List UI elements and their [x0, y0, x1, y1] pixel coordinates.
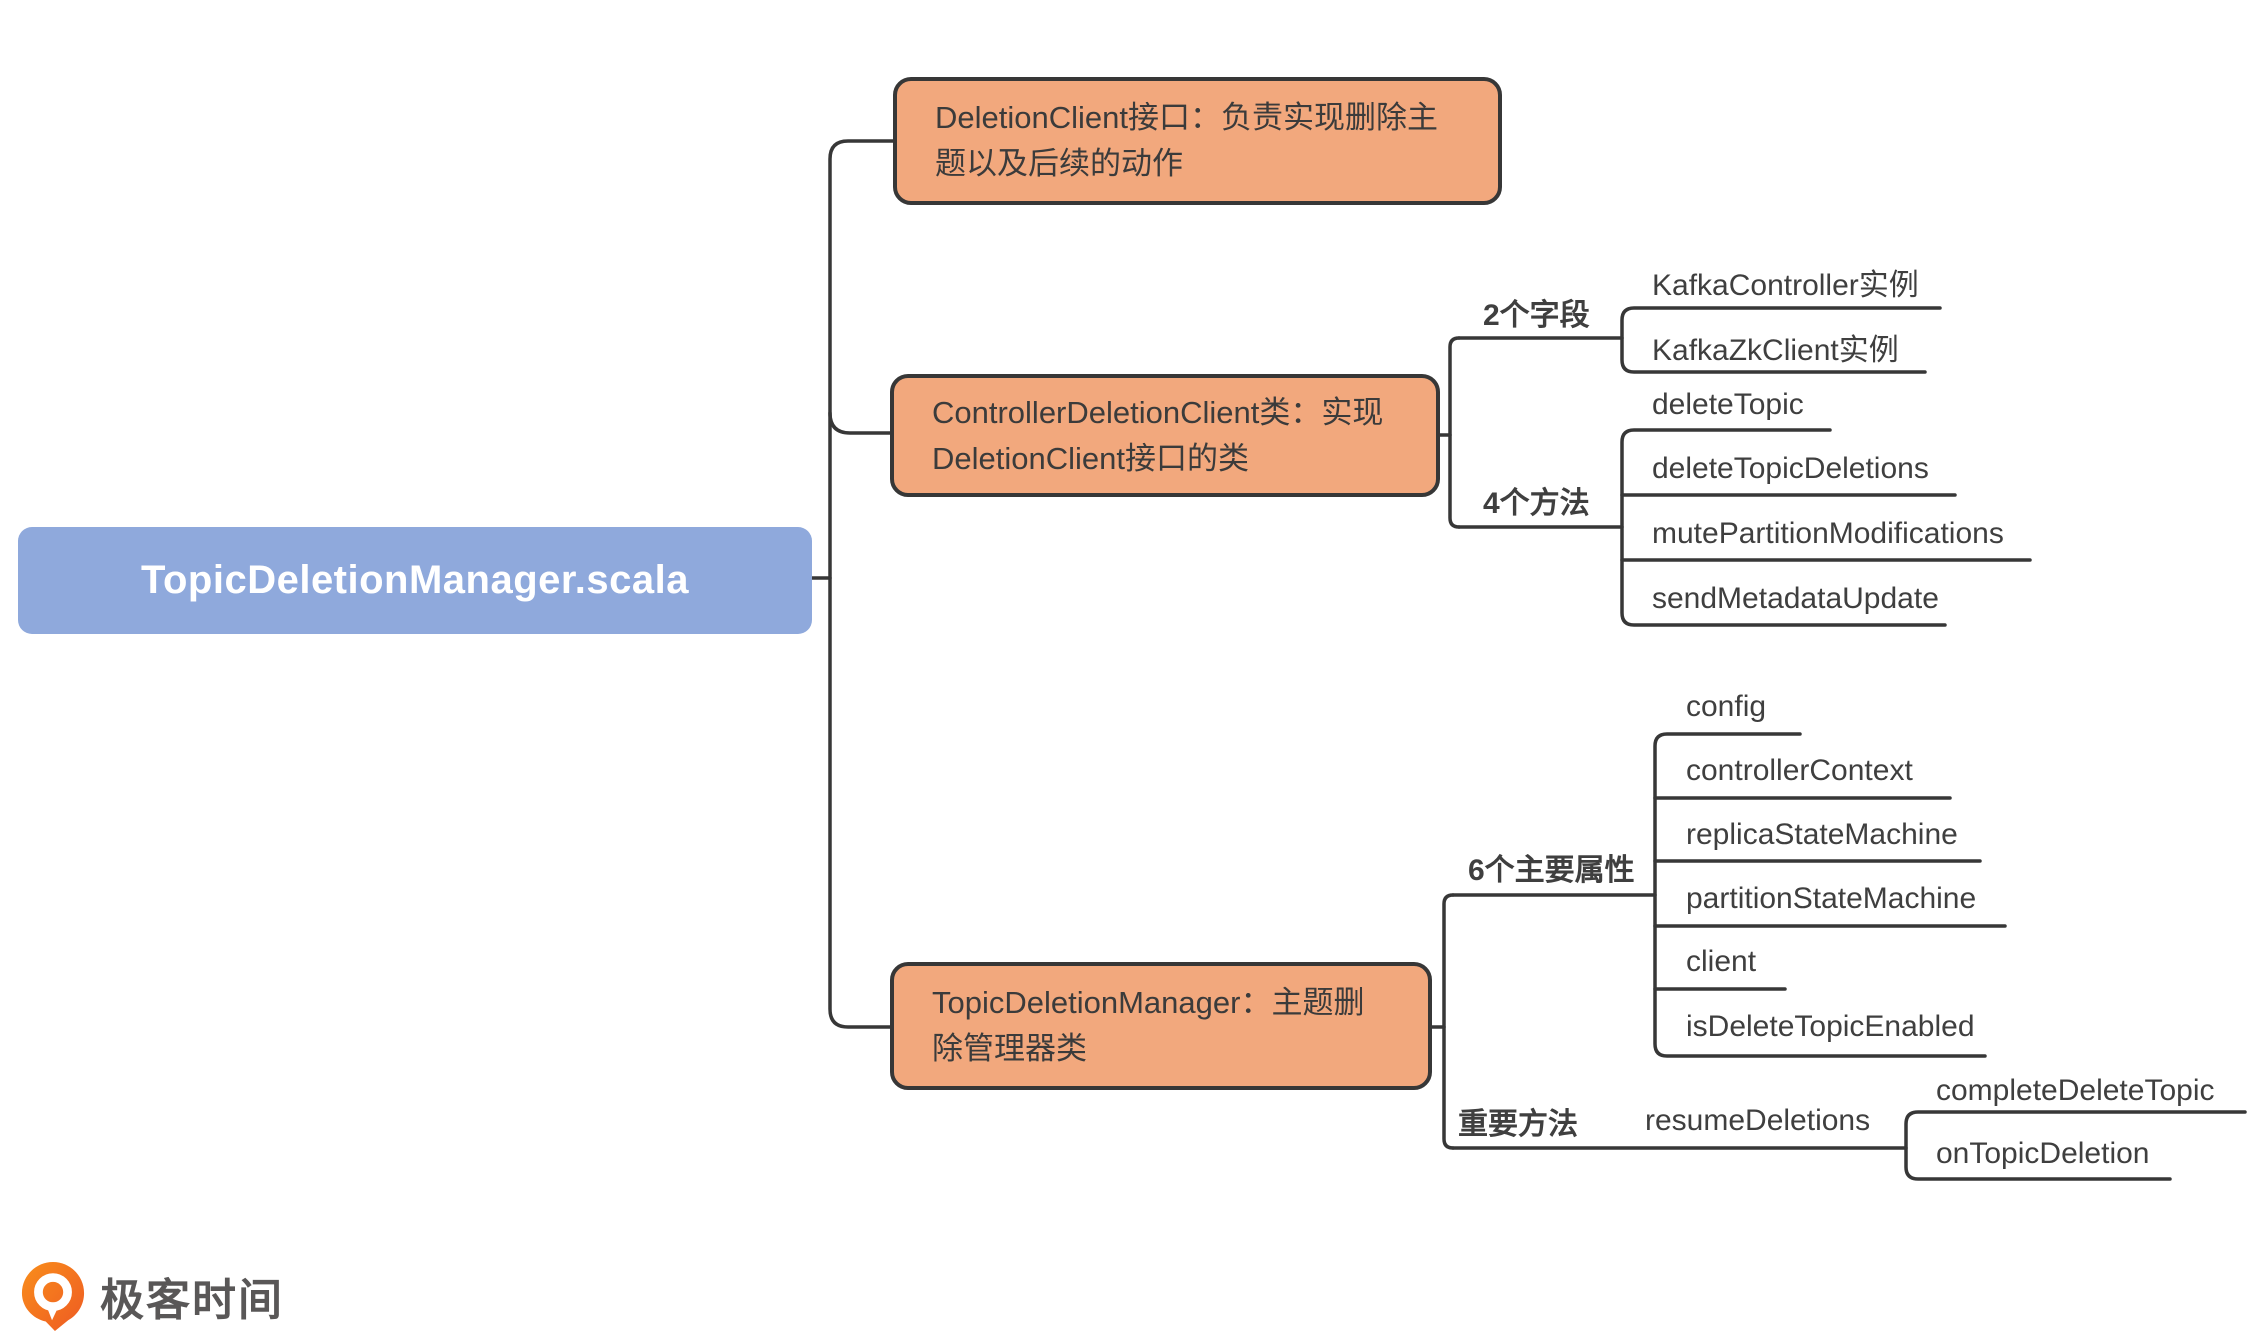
group-label-2-fields: 2个字段 [1483, 299, 1590, 332]
leaf-kafkacontroller-instance: KafkaController实例 [1652, 269, 1919, 302]
leaf-deletetopicdeletions: deleteTopicDeletions [1652, 452, 1929, 485]
leaf-config: config [1686, 690, 1767, 723]
geektime-logo-text: 极客时间 [100, 1276, 284, 1325]
root-topic: TopicDeletionManager.scala [18, 527, 812, 634]
branch-topic-controllerdeletionclient: ControllerDeletionClient类：实现 DeletionCli… [890, 374, 1440, 497]
leaf-isdeletetopicenabled: isDeleteTopicEnabled [1686, 1010, 1975, 1043]
geektime-logo-icon [21, 1262, 85, 1331]
leaf-resumedeletions: resumeDeletions [1645, 1104, 1871, 1137]
geektime-logo: 极客时间 [20, 1260, 284, 1332]
branch-topic-deletionclient: DeletionClient接口：负责实现删除主 题以及后续的动作 [893, 77, 1502, 205]
leaf-replicastatemachine: replicaStateMachine [1686, 818, 1958, 851]
leaf-completedeletetopic: completeDeleteTopic [1936, 1074, 2215, 1107]
leaf-mutepartitionmodifications: mutePartitionModifications [1652, 517, 2004, 550]
leaf-kafkazkclient-instance: KafkaZkClient实例 [1652, 334, 1899, 367]
group-label-6-properties: 6个主要属性 [1468, 854, 1635, 887]
leaf-controllercontext: controllerContext [1686, 754, 1913, 787]
leaf-sendmetadataupdate: sendMetadataUpdate [1652, 582, 1939, 615]
leaf-ontopicdeletion: onTopicDeletion [1936, 1137, 2150, 1170]
group-label-4-methods: 4个方法 [1483, 487, 1590, 520]
leaf-client: client [1686, 945, 1757, 978]
leaf-partitionstatemachine: partitionStateMachine [1686, 882, 1977, 915]
leaf-deletetopic: deleteTopic [1652, 388, 1804, 421]
branch-topic-topicdeletionmanager: TopicDeletionManager：主题删 除管理器类 [890, 962, 1432, 1090]
group-label-important-methods: 重要方法 [1458, 1108, 1578, 1141]
